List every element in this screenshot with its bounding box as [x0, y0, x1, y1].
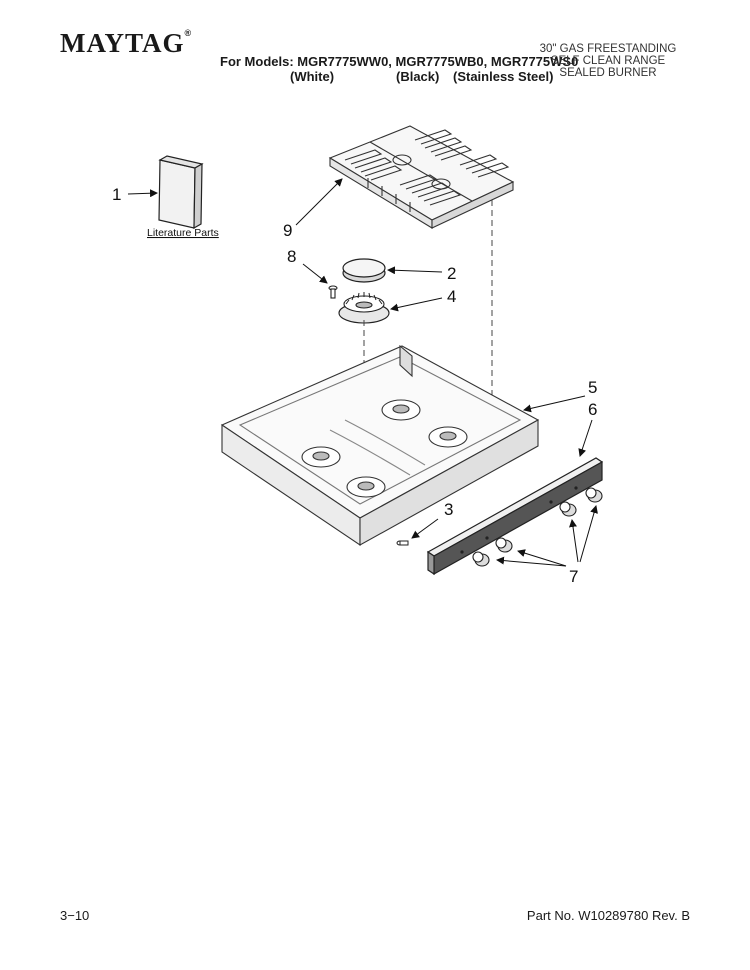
leader-2: [387, 266, 443, 275]
leader-1: [127, 189, 158, 198]
registered-mark: ®: [184, 28, 193, 38]
grates: [328, 125, 515, 229]
models-line: For Models: MGR7775WW0, MGR7775WB0, MGR7…: [220, 54, 579, 69]
leader-3: [411, 518, 439, 539]
product-line-2: SELF CLEAN RANGE: [550, 55, 666, 67]
leader-4: [390, 297, 443, 312]
control-knobs: [460, 486, 603, 567]
literature-booklet: [158, 155, 204, 230]
callout-4: 4: [447, 287, 456, 306]
screw: [328, 285, 338, 299]
part-number: Part No. W10289780 Rev. B: [526, 908, 690, 923]
variant-white: (White): [290, 69, 335, 84]
literature-parts-label: Literature Parts: [147, 227, 219, 239]
hood-screw: [396, 540, 409, 546]
leader-9: [295, 178, 343, 226]
callout-7: 7: [569, 567, 578, 586]
callout-1: 1: [112, 185, 121, 204]
cooktop: [220, 344, 540, 547]
page-number: 3−10: [60, 908, 90, 923]
product-line-3: SEALED BURNER: [559, 67, 657, 79]
manifold-panel: [426, 457, 604, 576]
brand-name: MAYTAG: [60, 28, 185, 58]
variant-black: (Black): [396, 69, 440, 84]
leader-5: [523, 395, 586, 413]
callout-3: 3: [444, 500, 453, 519]
callout-2: 2: [447, 264, 456, 283]
callout-9: 9: [283, 221, 292, 240]
product-line-1: 30" GAS FREESTANDING: [539, 43, 677, 55]
callout-8: 8: [287, 247, 296, 266]
variant-stainless: (Stainless Steel): [453, 69, 554, 84]
leader-6: [578, 419, 593, 457]
burner-cap: [342, 258, 386, 283]
brand-logo: MAYTAG®: [60, 28, 192, 59]
leaders-7: [496, 505, 598, 567]
leader-8: [302, 263, 328, 284]
product-description: 30" GAS FREESTANDING SELF CLEAN RANGE SE…: [528, 43, 688, 79]
callout-5: 5: [588, 378, 597, 397]
burner-base: [338, 292, 390, 324]
callout-6: 6: [588, 400, 597, 419]
